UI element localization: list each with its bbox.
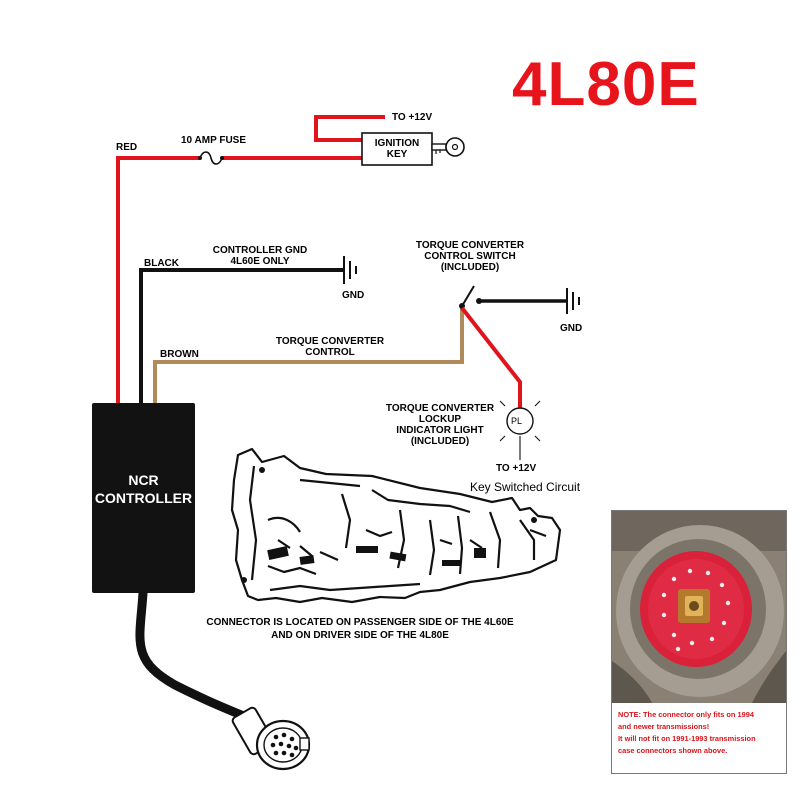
fuse-icon <box>198 151 224 165</box>
gnd-right-label: GND <box>560 323 583 334</box>
connector-photo-image <box>612 511 786 703</box>
black-wire <box>139 268 344 404</box>
switch-icon <box>459 285 567 309</box>
photo-note-line1: NOTE: The connector only fits on 1994 <box>618 710 754 719</box>
black-wire-label: BLACK <box>144 258 179 269</box>
red-wire <box>116 156 362 404</box>
lockup-light-label: TORQUE CONVERTER LOCKUP INDICATOR LIGHT … <box>370 403 510 447</box>
ncr-controller-box: NCR CONTROLLER <box>92 403 195 593</box>
lockup-line1: TORQUE CONVERTER <box>385 403 495 414</box>
indicator-lamp-icon <box>499 400 541 460</box>
lockup-line2: LOCKUP <box>418 414 462 425</box>
ignition-label-line2: KEY <box>386 149 408 160</box>
tcc-control-line2: CONTROL <box>305 347 355 358</box>
tcc-switch-line3: (INCLUDED) <box>440 262 500 273</box>
ground-left-icon <box>343 256 357 284</box>
lockup-line3: INDICATOR LIGHT <box>396 425 484 436</box>
ncr-label-line1: NCR <box>128 472 159 488</box>
ignition-key-label: IGNITION KEY <box>362 138 432 160</box>
to-12v-bottom-label: TO +12V <box>496 463 537 474</box>
red-wire-12v-top <box>314 115 385 142</box>
brown-wire <box>153 308 464 404</box>
ignition-label-line1: IGNITION <box>374 138 420 149</box>
tcc-switch-line1: TORQUE CONVERTER <box>415 240 525 251</box>
to-12v-top-label: TO +12V <box>392 112 433 123</box>
photo-note-line4: case connectors shown above. <box>618 746 728 755</box>
photo-note-line2: and newer transmissions! <box>618 722 710 731</box>
harness-cable <box>135 588 263 727</box>
controller-gnd-line2: 4L60E ONLY <box>230 256 290 267</box>
transmission-detail-fill <box>241 467 537 583</box>
gnd-left-label: GND <box>342 290 365 301</box>
pl-label: PL <box>511 416 523 426</box>
photo-note-line3: It will not fit on 1991-1993 transmissio… <box>618 734 756 743</box>
red-wire-lamp <box>460 306 522 408</box>
tcc-control-label: TORQUE CONVERTER CONTROL <box>260 336 400 358</box>
ground-right-icon <box>566 288 580 314</box>
ncr-label-line2: CONTROLLER <box>94 490 193 506</box>
lockup-line4: (INCLUDED) <box>410 436 470 447</box>
tcc-control-line1: TORQUE CONVERTER <box>275 336 385 347</box>
controller-gnd-label: CONTROLLER GND 4L60E ONLY <box>200 245 320 267</box>
brown-wire-label: BROWN <box>160 349 199 360</box>
key-switched-label: Key Switched Circuit <box>470 480 581 494</box>
page-title: 4L80E <box>512 50 700 119</box>
controller-gnd-line1: CONTROLLER GND <box>212 245 308 256</box>
connector-photo: NOTE: The connector only fits on 1994 an… <box>611 510 787 774</box>
harness-connector-icon <box>231 706 311 771</box>
red-wire-label: RED <box>116 142 138 153</box>
fuse-label: 10 AMP FUSE <box>181 135 247 146</box>
connector-location-note: CONNECTOR IS LOCATED ON PASSENGER SIDE O… <box>180 616 540 642</box>
ignition-key-box <box>361 132 433 166</box>
tcc-switch-label: TORQUE CONVERTER CONTROL SWITCH (INCLUDE… <box>400 240 540 273</box>
transmission-drawing <box>230 447 562 604</box>
connector-note-line1: CONNECTOR IS LOCATED ON PASSENGER SIDE O… <box>206 617 514 628</box>
tcc-switch-line2: CONTROL SWITCH <box>424 251 516 262</box>
connector-note-line2: AND ON DRIVER SIDE OF THE 4L80E <box>271 630 449 641</box>
ignition-key-icon <box>431 137 465 157</box>
photo-note: NOTE: The connector only fits on 1994 an… <box>612 703 786 773</box>
